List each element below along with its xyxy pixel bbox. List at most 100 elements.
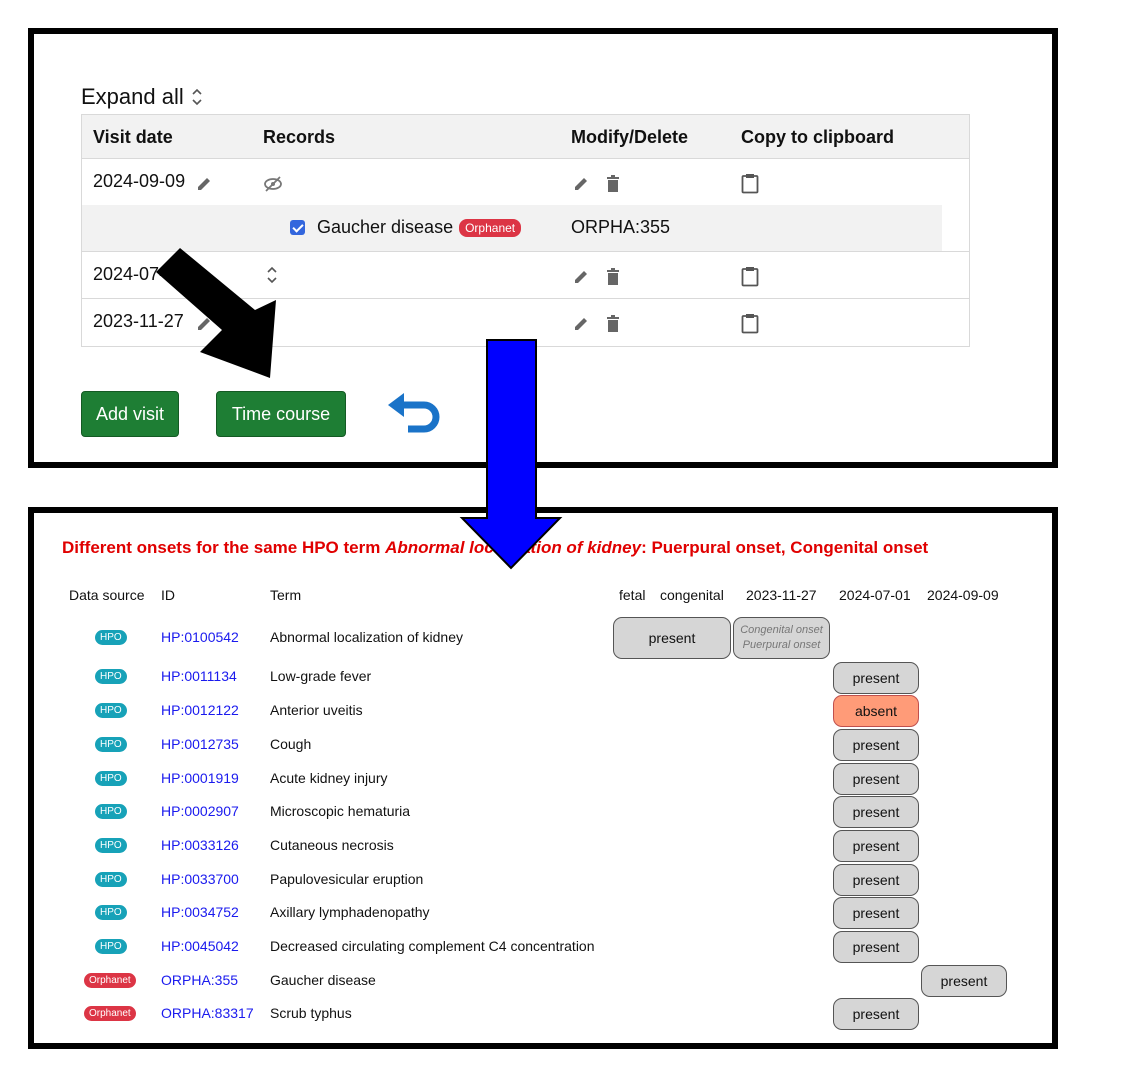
term-label: Axillary lymphadenopathy [270, 904, 430, 920]
hpo-badge: HPO [95, 771, 127, 786]
chevron-updown-icon[interactable] [265, 263, 279, 287]
pencil-icon[interactable] [572, 268, 590, 286]
table-row: HPO HP:0012735 Cough present [34, 729, 1052, 763]
term-id-link[interactable]: HP:0100542 [161, 629, 239, 645]
clipboard-icon[interactable] [741, 266, 759, 287]
trash-icon[interactable] [605, 175, 621, 193]
visit-date: 2023-11-27 [93, 311, 184, 331]
clipboard-icon[interactable] [741, 173, 759, 194]
expand-all-toggle[interactable]: Expand all [81, 84, 204, 110]
header-fetal: fetal [619, 587, 646, 603]
status-pill[interactable]: present [833, 864, 919, 896]
pencil-icon[interactable] [195, 268, 213, 286]
orphanet-badge: Orphanet [84, 1006, 136, 1021]
table-row: Orphanet ORPHA:355 Gaucher disease prese… [34, 965, 1052, 999]
term-label: Decreased circulating complement C4 conc… [270, 938, 595, 954]
term-id-link[interactable]: HP:0001919 [161, 770, 239, 786]
header-copy-clipboard: Copy to clipboard [741, 127, 894, 147]
status-pill[interactable]: present [833, 998, 919, 1030]
term-label: Anterior uveitis [270, 702, 363, 718]
orphanet-badge: Orphanet [459, 218, 522, 237]
onset-warning-prefix: Different onsets for the same HPO term [62, 538, 386, 557]
term-id-link[interactable]: ORPHA:355 [161, 972, 239, 988]
orphanet-badge: Orphanet [84, 973, 136, 988]
time-course-panel: Different onsets for the same HPO term A… [28, 507, 1058, 1049]
onset-warning-suffix: : Puerpural onset, Congenital onset [641, 538, 929, 557]
expand-all-label: Expand all [81, 84, 184, 109]
header-term: Term [270, 587, 302, 603]
chevron-updown-icon [192, 88, 202, 106]
visits-panel: Expand all Visit date Records Modify/Del… [28, 28, 1058, 468]
header-date-2024-07-01: 2024-07-01 [839, 587, 911, 603]
pencil-icon[interactable] [195, 175, 213, 193]
onset-note-line1: Congenital onset [740, 624, 823, 636]
term-label: Papulovesicular eruption [270, 871, 424, 887]
header-modify-delete: Modify/Delete [571, 127, 689, 147]
onset-note-line2: Puerpural onset [742, 639, 821, 651]
record-checkbox[interactable] [290, 220, 305, 235]
table-row: HPO HP:0045042 Decreased circulating com… [34, 931, 1052, 965]
add-visit-button[interactable]: Add visit [81, 391, 179, 437]
status-pill[interactable]: present [833, 897, 919, 929]
term-id-link[interactable]: HP:0011134 [161, 668, 237, 684]
term-id-link[interactable]: HP:0002907 [161, 803, 239, 819]
term-label: Cutaneous necrosis [270, 837, 394, 853]
clipboard-icon[interactable] [741, 313, 759, 334]
trash-icon[interactable] [605, 268, 621, 286]
status-pill[interactable]: present [833, 830, 919, 862]
visits-table: Visit date Records Modify/Delete Copy to… [81, 114, 970, 347]
status-pill[interactable]: present [833, 796, 919, 828]
status-pill[interactable]: present [833, 763, 919, 795]
term-label: Scrub typhus [270, 1005, 352, 1021]
pencil-icon[interactable] [195, 315, 213, 333]
header-date-2023-11-27: 2023-11-27 [746, 587, 817, 603]
status-pill[interactable]: present [833, 931, 919, 963]
header-date-2024-09-09: 2024-09-09 [927, 587, 999, 603]
hpo-badge: HPO [95, 703, 127, 718]
term-label: Low-grade fever [270, 668, 372, 684]
status-pill[interactable]: present [833, 729, 919, 761]
trash-icon[interactable] [605, 315, 621, 333]
pencil-icon[interactable] [572, 175, 590, 193]
table-row: Orphanet ORPHA:83317 Scrub typhus presen… [34, 998, 1052, 1032]
status-pill[interactable]: present [613, 617, 731, 659]
undo-arrow-icon[interactable] [384, 391, 444, 437]
status-pill[interactable]: present [833, 662, 919, 694]
record-label: Gaucher disease Orphanet [290, 217, 522, 238]
visit-row: 2024-07-01 [82, 252, 969, 299]
visit-row: 2023-11-27 [82, 299, 969, 346]
term-label: Cough [270, 736, 312, 752]
term-id-link[interactable]: HP:0045042 [161, 938, 239, 954]
status-pill[interactable]: absent [833, 695, 919, 727]
term-id-link[interactable]: HP:0012122 [161, 702, 239, 718]
record-row: Gaucher disease Orphanet ORPHA:355 [82, 205, 942, 251]
hpo-badge: HPO [95, 905, 127, 920]
header-data-source: Data source [69, 587, 145, 603]
pencil-icon[interactable] [572, 315, 590, 333]
hpo-badge: HPO [95, 939, 127, 954]
hpo-badge: HPO [95, 669, 127, 684]
term-label: Microscopic hematuria [270, 803, 411, 819]
term-id-link[interactable]: HP:0033700 [161, 871, 239, 887]
hpo-badge: HPO [95, 804, 127, 819]
table-row: HPO HP:0002907 Microscopic hematuria pre… [34, 796, 1052, 830]
table-row: HPO HP:0033126 Cutaneous necrosis presen… [34, 830, 1052, 864]
onset-warning: Different onsets for the same HPO term A… [62, 538, 928, 558]
table-row: HPO HP:0034752 Axillary lymphadenopathy … [34, 897, 1052, 931]
term-id-link[interactable]: ORPHA:83317 [161, 1005, 254, 1021]
status-pill[interactable]: present [921, 965, 1007, 997]
table-row: HPO HP:0012122 Anterior uveitis absent [34, 695, 1052, 729]
visit-date: 2024-09-09 [93, 171, 186, 191]
table-row: HPO HP:0011134 Low-grade fever present [34, 661, 1052, 695]
visit-date: 2024-07-01 [93, 264, 186, 284]
header-records: Records [263, 127, 336, 147]
term-id-link[interactable]: HP:0033126 [161, 837, 239, 853]
term-id-link[interactable]: HP:0034752 [161, 904, 239, 920]
hpo-badge: HPO [95, 737, 127, 752]
table-row: HPO HP:0100542 Abnormal localization of … [34, 622, 1052, 656]
time-course-button[interactable]: Time course [216, 391, 346, 437]
eye-slash-icon[interactable] [263, 176, 283, 192]
hpo-badge: HPO [95, 838, 127, 853]
term-label: Acute kidney injury [270, 770, 388, 786]
term-id-link[interactable]: HP:0012735 [161, 736, 239, 752]
